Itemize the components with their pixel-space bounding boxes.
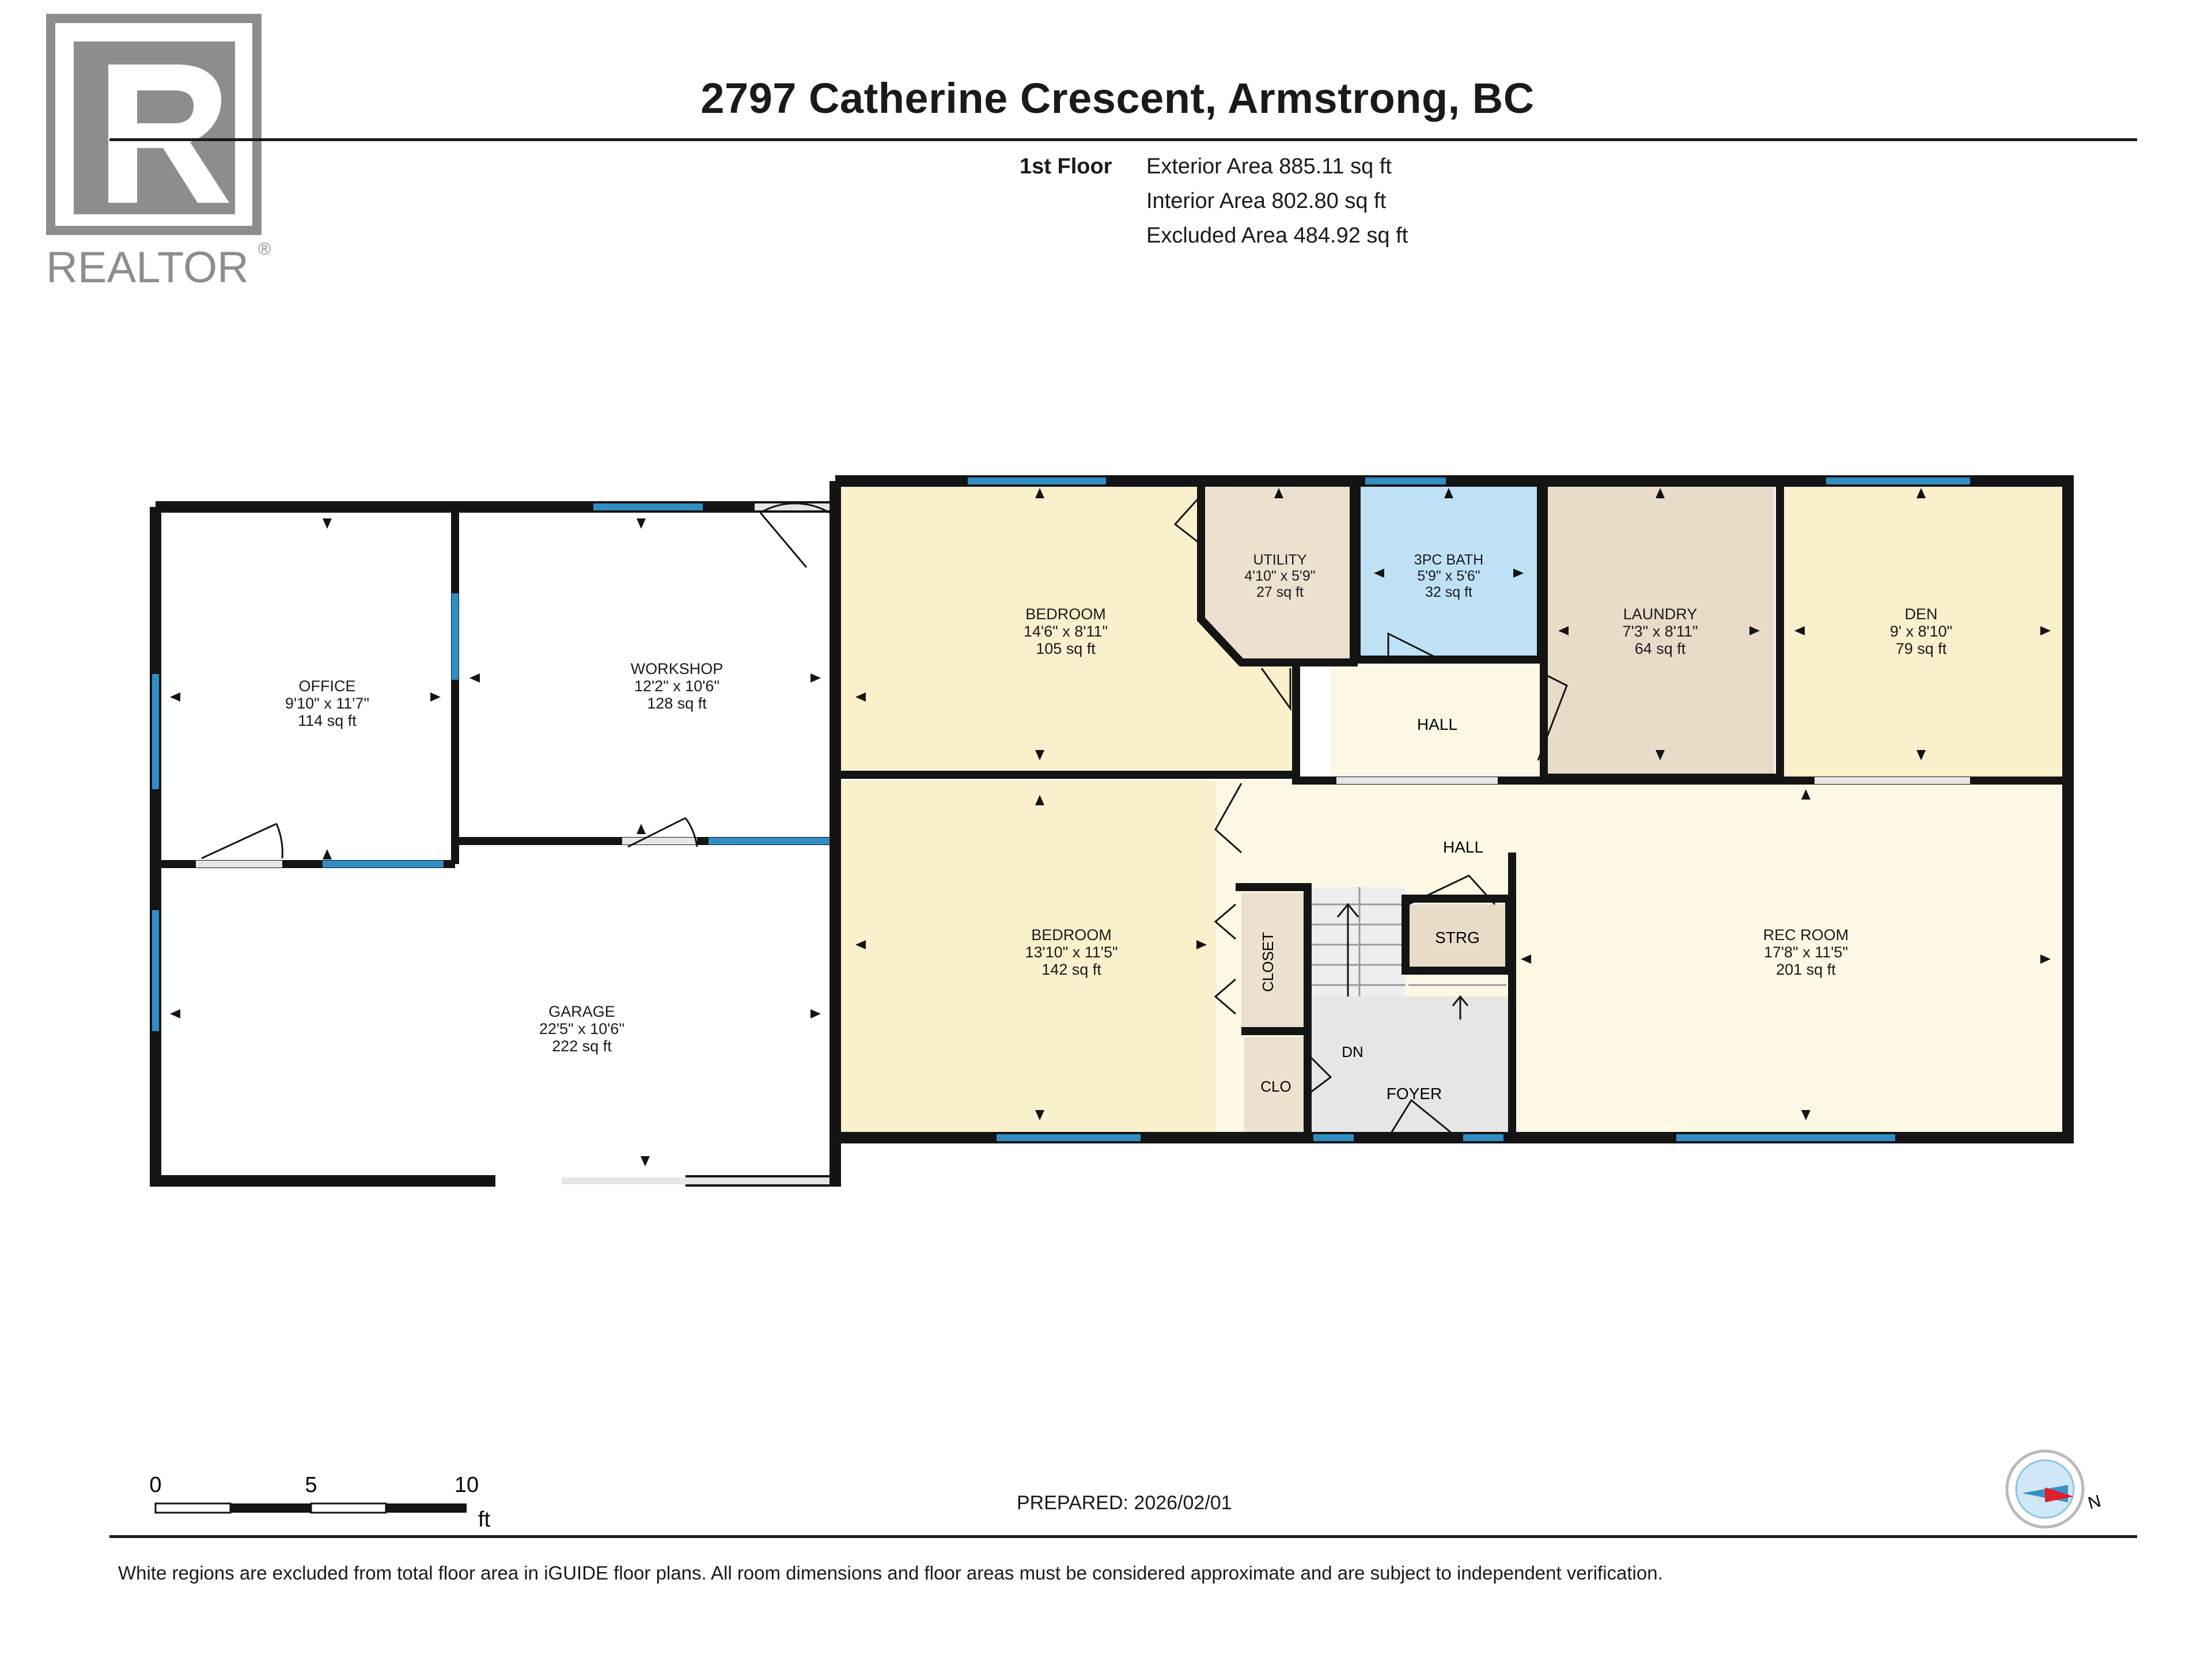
garage-area: 222 sq ft	[552, 1037, 612, 1055]
realtor-logo: REALTOR ®	[46, 14, 271, 289]
scale-unit: ft	[478, 1508, 491, 1532]
garage-dims: 22'5" x 10'6"	[539, 1020, 624, 1037]
strg-floor	[1408, 904, 1506, 968]
utility-area: 27 sq ft	[1256, 584, 1304, 600]
den-dims: 9' x 8'10"	[1890, 623, 1952, 640]
door-gaps	[196, 503, 1970, 1184]
workshop-dims: 12'2" x 10'6"	[634, 677, 719, 695]
header-rule	[109, 138, 2137, 141]
strg-label: STRG	[1435, 929, 1480, 946]
scale-bar: 0 5 10 ft	[149, 1473, 491, 1532]
scale-tick-5: 5	[305, 1473, 317, 1497]
laundry-name: LAUNDRY	[1623, 605, 1698, 623]
bath-area: 32 sq ft	[1425, 584, 1472, 600]
bedroom1-name: BEDROOM	[1025, 605, 1106, 623]
dimension-arrows	[170, 488, 2051, 1166]
room-label-workshop: WORKSHOP 12'2" x 10'6" 128 sq ft	[631, 660, 724, 712]
den-name: DEN	[1904, 605, 1937, 623]
scale-tick-0: 0	[149, 1473, 161, 1497]
floor-label: 1st Floor	[1020, 154, 1112, 179]
office-dims: 9'10" x 11'7"	[285, 695, 369, 712]
laundry-floor	[1544, 481, 1774, 778]
closet-floor	[1241, 893, 1305, 1031]
foyer-floor	[1310, 997, 1512, 1135]
room-label-den: DEN 9' x 8'10" 79 sq ft	[1890, 605, 1952, 657]
garage-name: GARAGE	[548, 1003, 615, 1020]
rec-name: REC ROOM	[1763, 926, 1849, 944]
stairs-floor	[1310, 887, 1406, 997]
bedroom2-floor	[841, 781, 1215, 1132]
workshop-floor	[455, 513, 830, 847]
bedroom1-floor	[841, 481, 1296, 775]
room-label-utility: UTILITY 4'10" x 5'9" 27 sq ft	[1244, 552, 1315, 600]
stairs-up-arrow	[1336, 903, 1359, 997]
realtor-wordmark: REALTOR	[46, 243, 249, 289]
utility-dims: 4'10" x 5'9"	[1244, 568, 1315, 584]
exterior-area: Exterior Area 885.11 sq ft	[1146, 154, 1392, 179]
disclaimer-text: White regions are excluded from total fl…	[118, 1562, 1663, 1584]
rec-area: 201 sq ft	[1776, 961, 1836, 978]
room-label-rec: REC ROOM 17'8" x 11'5" 201 sq ft	[1763, 926, 1849, 978]
room-label-bath: 3PC BATH 5'9" x 5'6" 32 sq ft	[1414, 552, 1483, 600]
garage-floor	[156, 853, 835, 1175]
windows	[152, 478, 1970, 1141]
north-label: N	[2086, 1491, 2103, 1513]
bedroom1-dims: 14'6" x 8'11"	[1024, 623, 1108, 640]
hall-lower-label: HALL	[1443, 838, 1483, 856]
foyer-label: FOYER	[1387, 1085, 1442, 1103]
utility-name: UTILITY	[1253, 552, 1306, 568]
office-area: 114 sq ft	[298, 712, 357, 729]
room-label-office: OFFICE 9'10" x 11'7" 114 sq ft	[285, 677, 369, 729]
clo-label: CLO	[1260, 1078, 1291, 1095]
bedroom2-name: BEDROOM	[1031, 926, 1112, 944]
office-name: OFFICE	[299, 677, 356, 695]
inner-walls	[156, 481, 2068, 1138]
interior-area: Interior Area 802.80 sq ft	[1146, 189, 1387, 213]
prepared-date: PREPARED: 2026/02/01	[1017, 1492, 1232, 1514]
hall-upper-floor	[1331, 665, 1544, 781]
floor-plan: OFFICE 9'10" x 11'7" 114 sq ft WORKSHOP …	[150, 475, 2074, 1187]
den-area: 79 sq ft	[1896, 640, 1947, 657]
compass-icon: N	[2005, 1449, 2103, 1529]
bedroom2-area: 142 sq ft	[1041, 961, 1101, 978]
stairs-up-arrow-2	[1452, 995, 1469, 1020]
bath-name: 3PC BATH	[1414, 552, 1483, 568]
bath-dims: 5'9" x 5'6"	[1417, 568, 1480, 584]
page-title: 2797 Catherine Crescent, Armstrong, BC	[700, 74, 1535, 122]
room-label-garage: GARAGE 22'5" x 10'6" 222 sq ft	[539, 1003, 624, 1055]
workshop-area: 128 sq ft	[647, 695, 707, 712]
room-label-bedroom1: BEDROOM 14'6" x 8'11" 105 sq ft	[1024, 605, 1108, 657]
excluded-area: Excluded Area 484.92 sq ft	[1146, 224, 1408, 248]
laundry-dims: 7'3" x 8'11"	[1622, 623, 1698, 640]
registered-mark: ®	[258, 240, 271, 259]
dn-label: DN	[1342, 1043, 1363, 1060]
footer-rule	[109, 1535, 2137, 1538]
den-floor	[1780, 481, 2062, 778]
closet-label: CLOSET	[1259, 932, 1277, 992]
workshop-name: WORKSHOP	[631, 660, 724, 677]
scale-tick-10: 10	[454, 1473, 479, 1497]
utility-floor	[1201, 481, 1354, 662]
room-label-laundry: LAUNDRY 7'3" x 8'11" 64 sq ft	[1622, 605, 1698, 657]
bedroom1-area: 105 sq ft	[1036, 640, 1096, 657]
bath-floor	[1359, 481, 1538, 660]
clo-floor	[1244, 1037, 1308, 1132]
rec-dims: 17'8" x 11'5"	[1764, 944, 1848, 961]
bedroom2-dims: 13'10" x 11'5"	[1025, 944, 1118, 961]
laundry-area: 64 sq ft	[1635, 640, 1686, 657]
room-label-bedroom2: BEDROOM 13'10" x 11'5" 142 sq ft	[1025, 926, 1118, 978]
door-swings	[201, 494, 1568, 1139]
hall-upper-label: HALL	[1417, 715, 1457, 733]
office-floor	[156, 513, 455, 876]
